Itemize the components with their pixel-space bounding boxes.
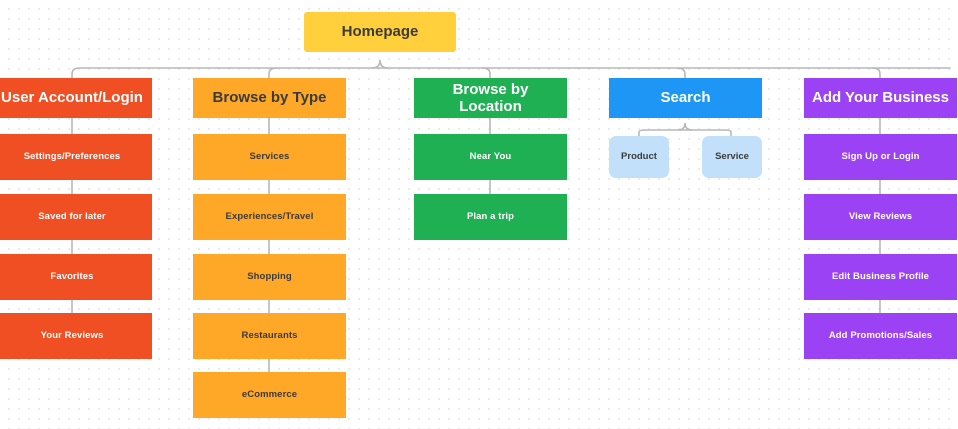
- node-homepage[interactable]: Homepage: [304, 12, 456, 52]
- node-add-promotions-sales[interactable]: Add Promotions/Sales: [804, 313, 957, 359]
- bus-line: [71, 67, 951, 79]
- node-service[interactable]: Service: [702, 136, 762, 178]
- node-edit-business-profile[interactable]: Edit Business Profile: [804, 254, 957, 300]
- node-label: Service: [715, 150, 749, 162]
- node-your-reviews[interactable]: Your Reviews: [0, 313, 152, 359]
- node-label: Near You: [469, 150, 512, 162]
- node-label: Add Promotions/Sales: [828, 329, 933, 341]
- node-experiences-travel[interactable]: Experiences/Travel: [193, 194, 346, 240]
- node-favorites[interactable]: Favorites: [0, 254, 152, 300]
- node-label: Shopping: [247, 270, 292, 282]
- drop-search: [676, 67, 686, 79]
- node-label: View Reviews: [848, 210, 913, 222]
- node-restaurants[interactable]: Restaurants: [193, 313, 346, 359]
- node-search[interactable]: Search: [609, 78, 762, 118]
- node-label: Favorites: [50, 270, 94, 282]
- node-add-your-business[interactable]: Add Your Business: [804, 78, 957, 118]
- node-label: Experiences/Travel: [225, 210, 314, 222]
- node-label: User Account/Login: [1, 89, 143, 107]
- node-label: Your Reviews: [40, 329, 104, 341]
- node-label: Plan a trip: [466, 210, 515, 222]
- node-sign-up-or-login[interactable]: Sign Up or Login: [804, 134, 957, 180]
- node-label: Sign Up or Login: [841, 150, 920, 162]
- node-label: Settings/Preferences: [23, 150, 121, 162]
- node-ecommerce[interactable]: eCommerce: [193, 372, 346, 418]
- node-label: Homepage: [341, 23, 419, 41]
- node-label: Browse by Location: [452, 80, 529, 115]
- drop-browse-by-location: [481, 67, 491, 79]
- node-label: Search: [660, 89, 711, 107]
- node-user-account-login[interactable]: User Account/Login: [0, 78, 152, 118]
- node-label: eCommerce: [241, 388, 298, 400]
- node-settings-preferences[interactable]: Settings/Preferences: [0, 134, 152, 180]
- node-label: Restaurants: [241, 329, 298, 341]
- node-near-you[interactable]: Near You: [414, 134, 567, 180]
- search-peak-connector: [677, 122, 693, 131]
- node-plan-a-trip[interactable]: Plan a trip: [414, 194, 567, 240]
- node-view-reviews[interactable]: View Reviews: [804, 194, 957, 240]
- node-browse-by-location[interactable]: Browse by Location: [414, 78, 567, 118]
- node-product[interactable]: Product: [609, 136, 669, 178]
- drop-add-your-business: [871, 67, 881, 79]
- node-shopping[interactable]: Shopping: [193, 254, 346, 300]
- drop-browse-by-type: [268, 67, 278, 79]
- node-label: Add Your Business: [812, 89, 949, 107]
- root-peak-connector: [371, 59, 389, 69]
- node-label: Product: [621, 150, 657, 162]
- node-saved-for-later[interactable]: Saved for later: [0, 194, 152, 240]
- node-label: Saved for later: [38, 210, 106, 222]
- node-label: Browse by Type: [212, 89, 327, 107]
- node-label: Edit Business Profile: [831, 270, 930, 282]
- node-label: Services: [249, 150, 290, 162]
- node-services[interactable]: Services: [193, 134, 346, 180]
- node-browse-by-type[interactable]: Browse by Type: [193, 78, 346, 118]
